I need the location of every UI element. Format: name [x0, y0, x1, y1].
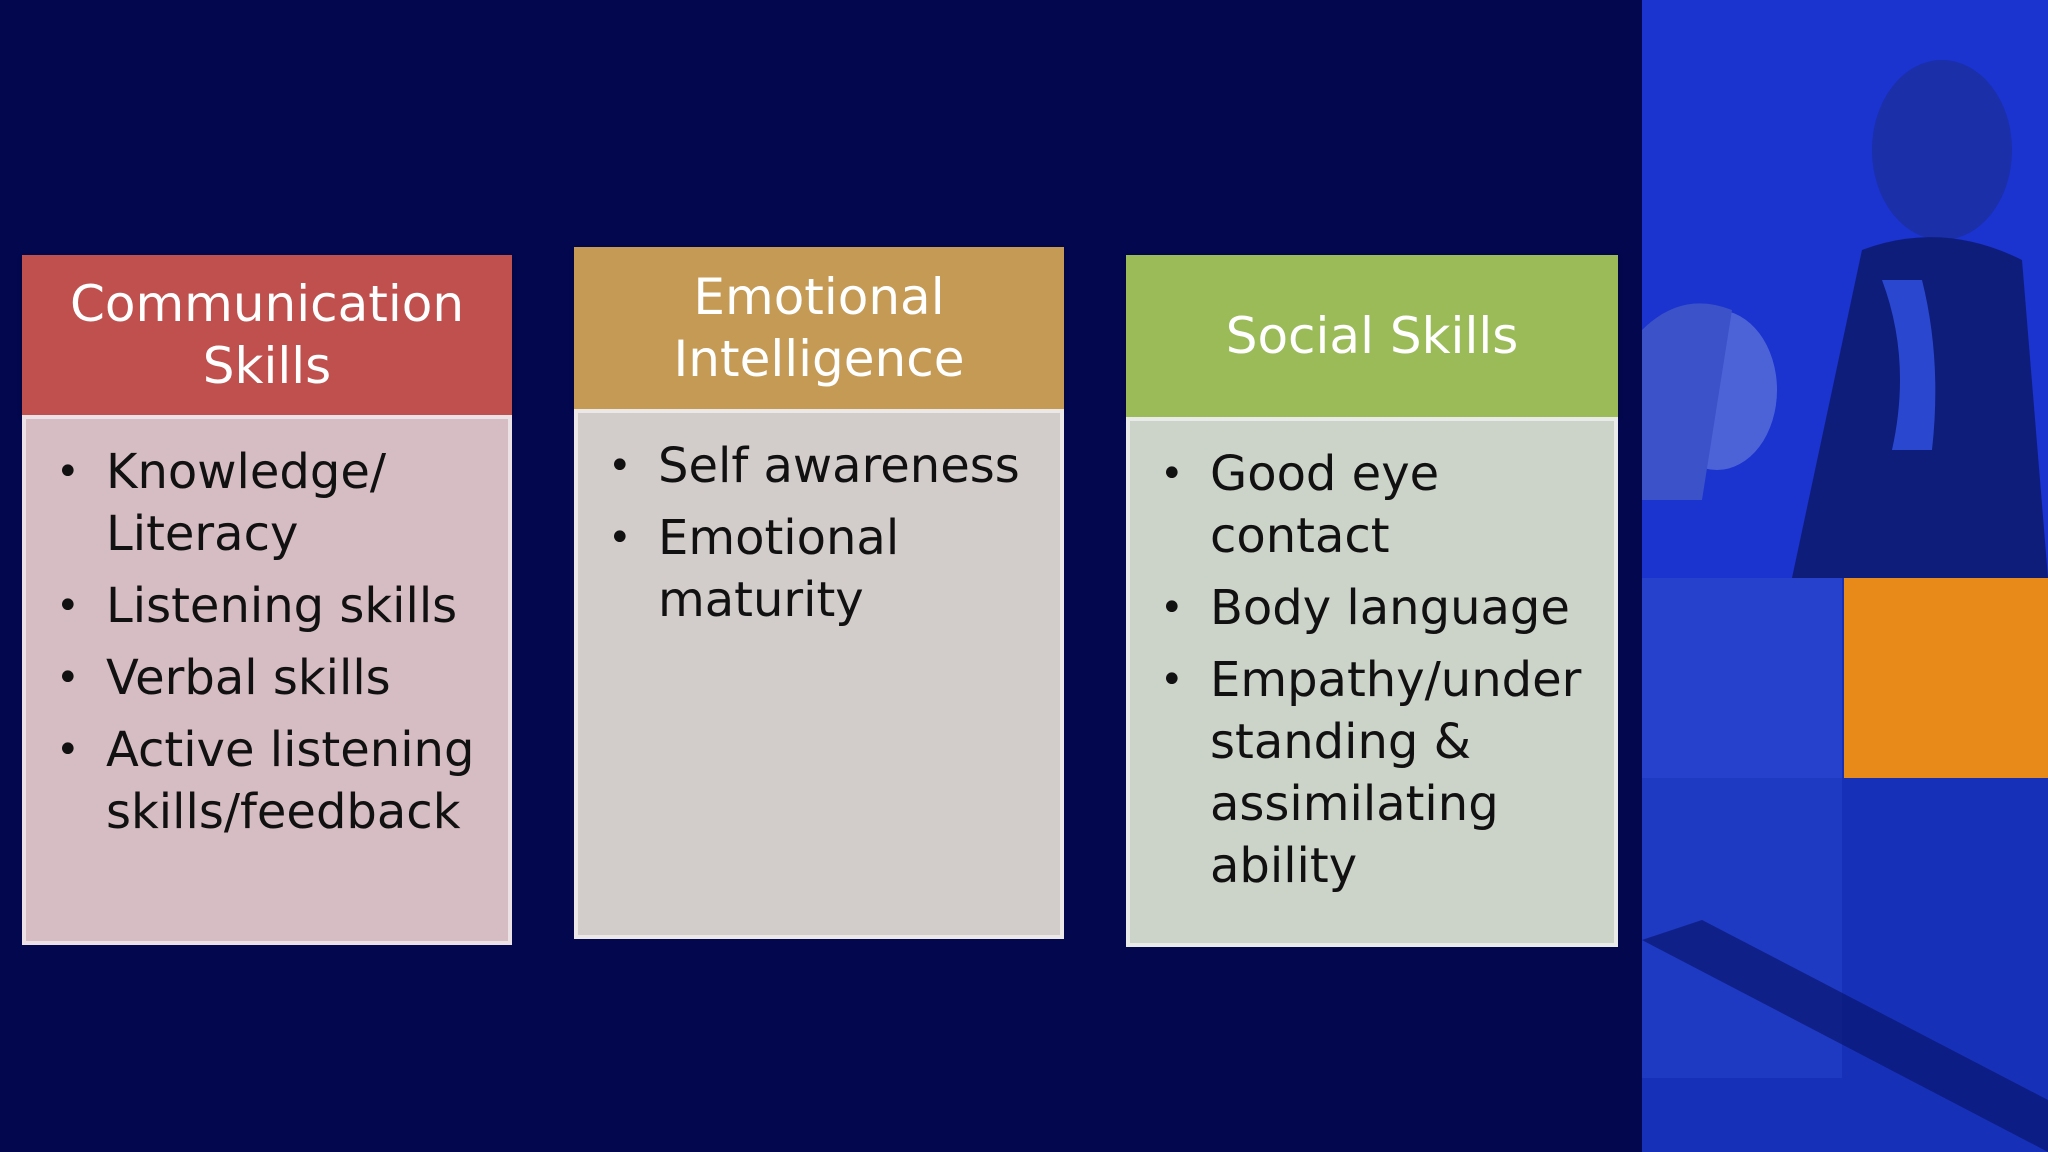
list-item-text: Knowledge/: [106, 444, 387, 500]
list-item-text: assimilating: [1210, 776, 1499, 832]
card-title-line: Communication: [69, 275, 465, 333]
orange-accent-block: [1844, 578, 2048, 778]
card-title-line: Skills: [202, 337, 332, 395]
list-item-text: Literacy: [106, 506, 299, 562]
list-item: • Good eye contact: [1156, 443, 1594, 567]
scarf-shape: [1882, 280, 1936, 450]
list-item-text: Empathy/under: [1210, 652, 1582, 708]
list-item: • Active listening skills/feedback: [52, 719, 488, 843]
list-item-text: Verbal skills: [106, 650, 391, 706]
list-item: • Empathy/under standing & assimilating …: [1156, 649, 1594, 897]
bullet-icon: •: [1160, 585, 1184, 631]
card-social-skills: Social Skills • Good eye contact • Body …: [1126, 255, 1618, 947]
list-item-text: maturity: [658, 572, 864, 628]
card-body-communication: • Knowledge/ Literacy • Listening skills…: [22, 415, 512, 945]
bullet-icon: •: [56, 583, 80, 629]
card-title-line: Emotional: [693, 268, 945, 326]
list-item-text: Body language: [1210, 580, 1570, 636]
list-item-text: Listening skills: [106, 578, 458, 634]
bullet-icon: •: [608, 515, 632, 561]
bullet-list: • Good eye contact • Body language • Emp…: [1156, 443, 1594, 897]
bullet-icon: •: [1160, 451, 1184, 497]
list-item: • Self awareness: [604, 435, 1040, 497]
card-body-social: • Good eye contact • Body language • Emp…: [1126, 417, 1618, 947]
list-item: • Body language: [1156, 577, 1594, 639]
list-item-text: Active listening: [106, 722, 475, 778]
list-item-text: Emotional: [658, 510, 900, 566]
list-item: • Knowledge/ Literacy: [52, 441, 488, 565]
list-item-text: contact: [1210, 508, 1390, 564]
list-item: • Emotional maturity: [604, 507, 1040, 631]
list-item-text: skills/feedback: [106, 784, 461, 840]
photo-tile-shape: [1642, 778, 1842, 1078]
card-communication-skills: Communication Skills • Knowledge/ Litera…: [22, 255, 512, 945]
woman-hair-shape: [1642, 303, 1732, 500]
bullet-icon: •: [1160, 657, 1184, 703]
man-head-shape: [1872, 60, 2012, 240]
card-header-communication: Communication Skills: [22, 255, 512, 415]
bullet-icon: •: [608, 443, 632, 489]
people-photo-icon: [1642, 0, 2048, 1152]
card-emotional-intelligence: Emotional Intelligence • Self awareness …: [574, 247, 1064, 939]
photo-tile-shape: [1642, 578, 1842, 778]
card-body-emotional: • Self awareness • Emotional maturity: [574, 409, 1064, 939]
bullet-icon: •: [56, 655, 80, 701]
card-title-line: Social Skills: [1225, 307, 1519, 365]
bullet-icon: •: [56, 727, 80, 773]
card-title-line: Intelligence: [673, 330, 965, 388]
bullet-icon: •: [56, 449, 80, 495]
list-item: • Verbal skills: [52, 647, 488, 709]
bullet-list: • Knowledge/ Literacy • Listening skills…: [52, 441, 488, 843]
photo-illustration: [1642, 0, 2048, 1152]
bullet-list: • Self awareness • Emotional maturity: [604, 435, 1040, 631]
list-item: • Listening skills: [52, 575, 488, 637]
card-header-social: Social Skills: [1126, 255, 1618, 417]
list-item-text: standing &: [1210, 714, 1472, 770]
table-edge-shape: [1642, 920, 2048, 1152]
card-header-emotional: Emotional Intelligence: [574, 247, 1064, 409]
list-item-text: ability: [1210, 838, 1358, 894]
list-item-text: Good eye: [1210, 446, 1440, 502]
list-item-text: Self awareness: [658, 438, 1020, 494]
